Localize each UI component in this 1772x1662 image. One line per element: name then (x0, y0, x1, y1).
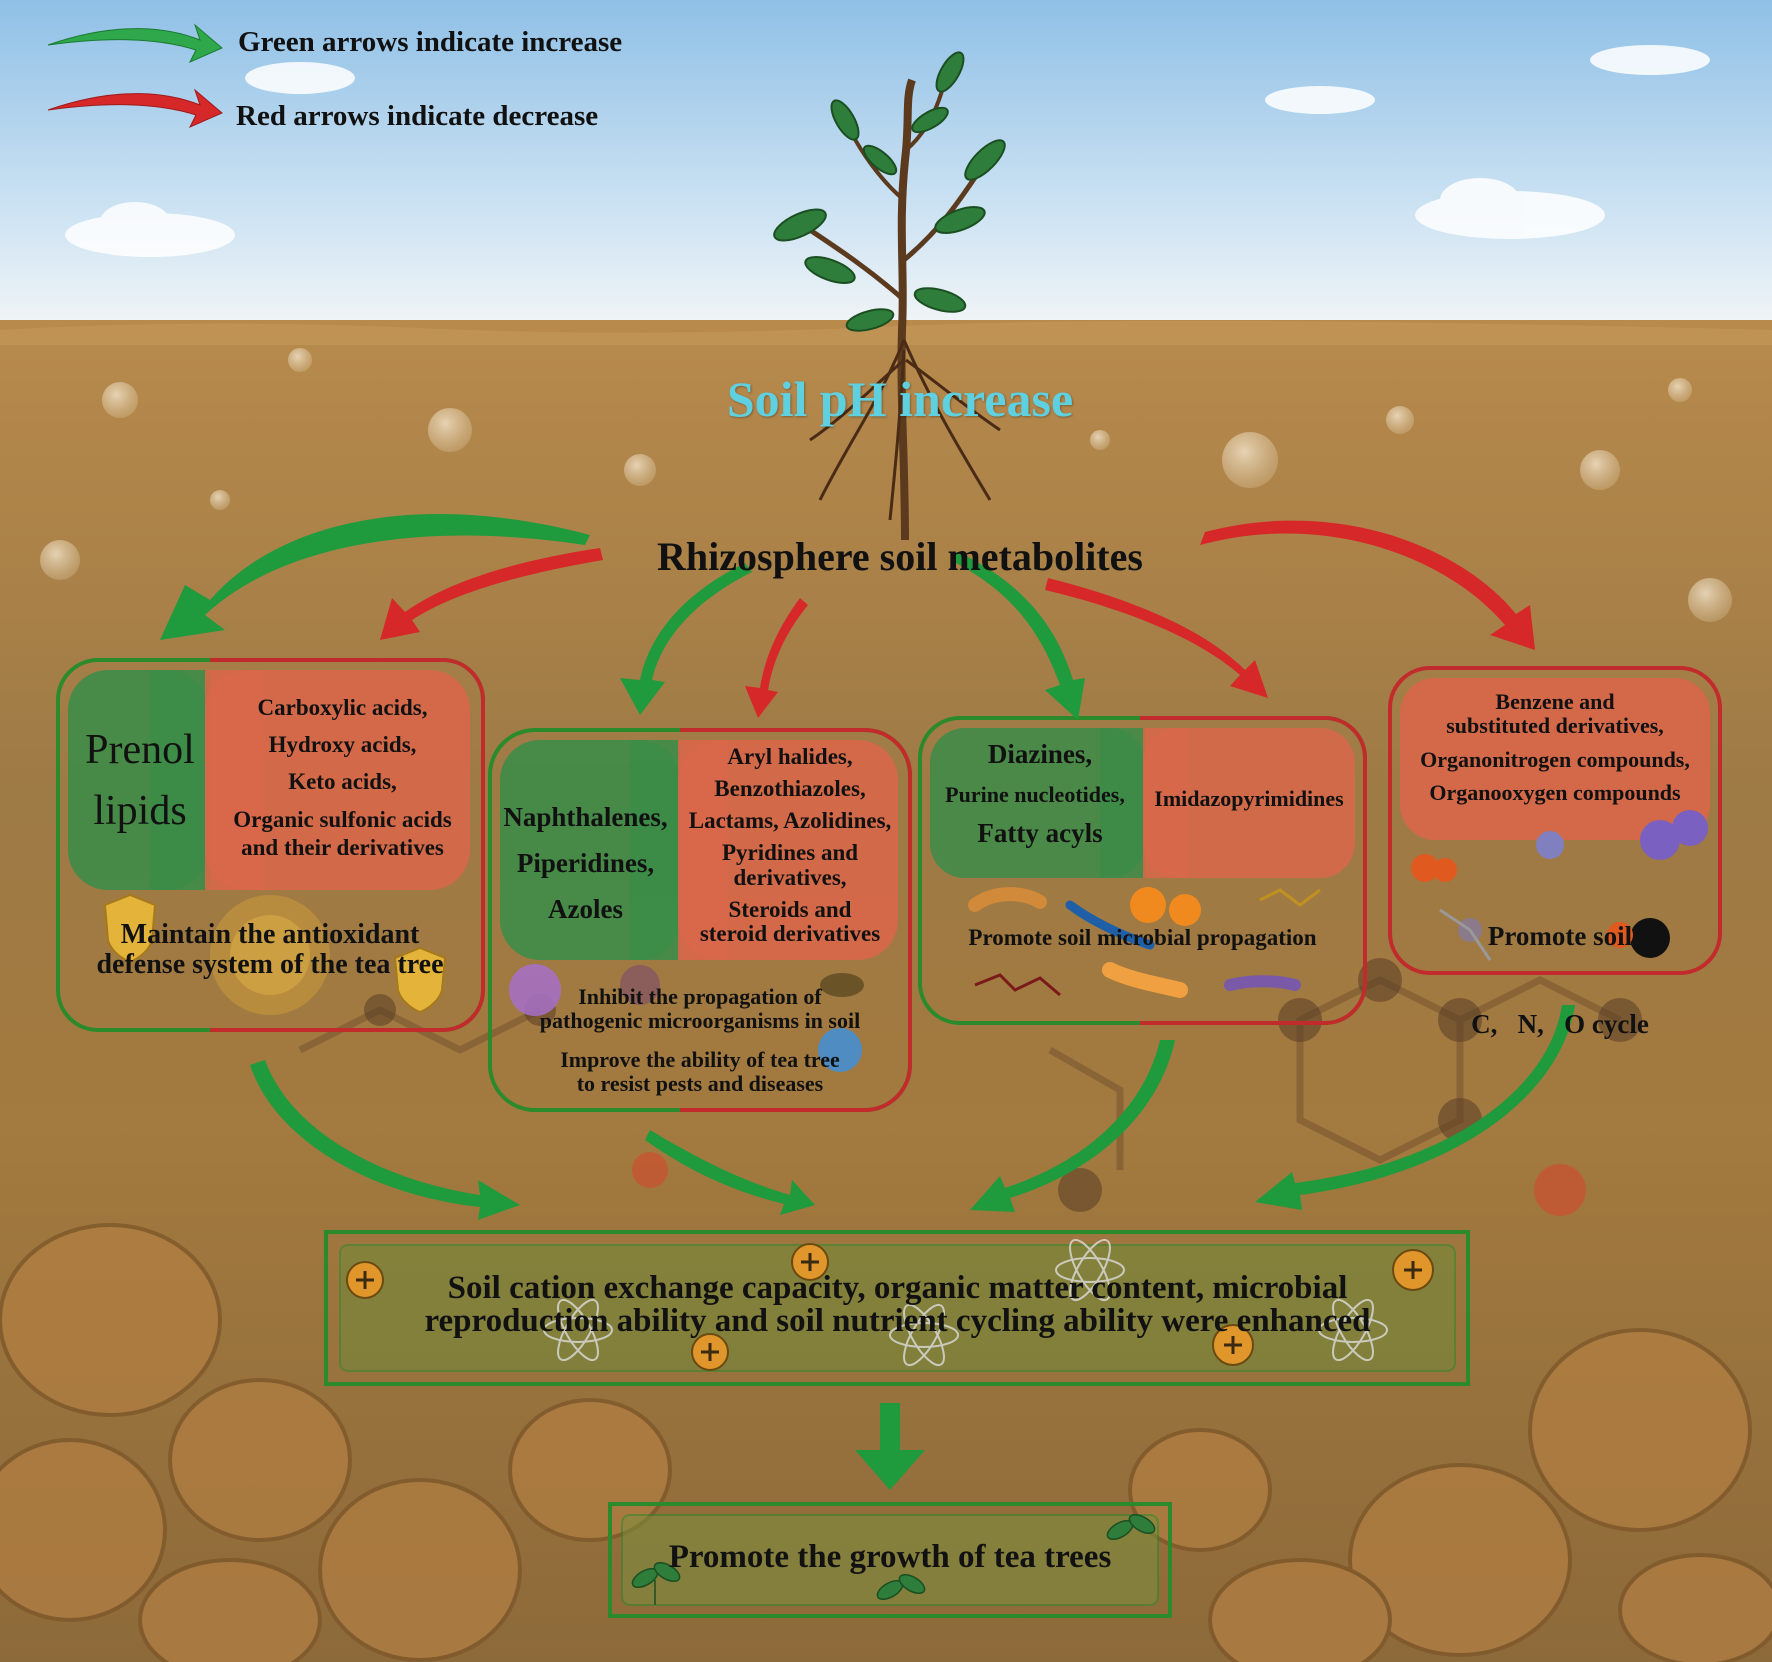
box2-green-line: Piperidines, (516, 847, 655, 878)
red-arrow-icon (47, 88, 223, 129)
summary-line: Soil cation exchange capacity, organic m… (447, 1270, 1348, 1306)
box3-green-line: Fatty acyls (977, 817, 1103, 848)
cloud-icon (65, 45, 1710, 257)
increase-arrow-icon (250, 1005, 1575, 1490)
molecule-icon (1411, 810, 1708, 961)
box4-effect-line: Promote soil (1487, 921, 1633, 952)
box1-green-line: lipids (93, 787, 187, 834)
box2-effect-line: pathogenic microorganisms in soil (539, 1007, 861, 1033)
box4-red-line: substituted derivatives, (1446, 712, 1664, 738)
box2-red-line: derivatives, (733, 864, 847, 890)
decrease-arrow-icon (380, 520, 1535, 718)
green-arrow-icon (47, 23, 223, 64)
shield-icon (103, 893, 447, 1015)
box3-effect-text: Promote soil microbial propagation (925, 925, 1360, 951)
box4-effect-text: Promote soil C, N, O cycle (1420, 864, 1700, 1097)
seedling-icon (631, 1513, 1156, 1605)
final-text: Promote the growth of tea trees (668, 1539, 1112, 1575)
legend-increase-label: Green arrows indicate increase (238, 26, 623, 58)
legend-decrease-label: Red arrows indicate decrease (236, 100, 599, 132)
box2-red-line: Benzothiazoles, (714, 776, 866, 802)
box2-red-line: Aryl halides, (727, 744, 853, 769)
box1-increase-text: Prenol lipids (70, 720, 210, 842)
box2-increase-text: Naphthalenes, Piperidines, Azoles (493, 795, 678, 933)
summary-text: Soil cation exchange capacity, organic m… (340, 1272, 1455, 1338)
plus-sign (356, 1253, 1422, 1361)
metabolites-title: Rhizosphere soil metabolites (657, 534, 1143, 579)
box4-red-line: Organonitrogen compounds, (1420, 746, 1690, 772)
box1-effect-line: Maintain the antioxidant (120, 919, 420, 950)
box2-green-line: Azoles (548, 893, 623, 924)
box3-green-line: Purine nucleotides, (945, 782, 1125, 808)
box2-decrease-text: Aryl halides, Benzothiazoles, Lactams, A… (680, 744, 900, 946)
box2-effect2-text: Improve the ability of tea tree to resis… (495, 1048, 905, 1096)
box2-effect1-text: Inhibit the propagation of pathogenic mi… (495, 985, 905, 1033)
box2-green-line: Naphthalenes, (503, 802, 668, 832)
box3-green-line: Diazines, (987, 739, 1093, 769)
box2-red-line: Lactams, Azolidines, (688, 808, 892, 834)
box2-red-line: Steroids and (728, 896, 852, 922)
box1-green-line: Prenol (85, 727, 195, 773)
box1-effect-line: defense system of the tea tree (96, 949, 444, 981)
rock-texture (0, 1223, 1772, 1662)
box3-red-line: Imidazopyrimidines (1154, 786, 1344, 811)
increase-arrow-icon (160, 514, 1085, 720)
box1-red-line: Carboxylic acids, (257, 695, 428, 720)
virus-icon (509, 964, 864, 1072)
summary-line: reproduction ability and soil nutrient c… (424, 1303, 1371, 1339)
soil-ph-title: Soil pH increase (726, 371, 1074, 427)
box1-decrease-text: Carboxylic acids, Hydroxy acids, Keto ac… (215, 690, 470, 862)
box2-effect-line: Inhibit the propagation of (578, 984, 822, 1009)
box3-decrease-text: Imidazopyrimidines (1142, 787, 1356, 811)
box1-red-line: Keto acids, (288, 768, 397, 794)
box2-red-line: steroid derivatives (699, 920, 881, 946)
box4-decrease-text: Benzene and substituted derivatives, Org… (1400, 690, 1710, 805)
atom-icon (543, 1238, 1388, 1367)
box2-effect-line: Improve the ability of tea tree (560, 1047, 840, 1072)
box1-effect-text: Maintain the antioxidant defense system … (70, 919, 470, 981)
tea-tree-illustration (773, 51, 1006, 541)
box1-red-line: and their derivatives (241, 834, 444, 860)
box1-red-line: Hydroxy acids, (268, 731, 417, 757)
box4-red-line: Benzene and (1495, 689, 1615, 714)
box4-effect-line: C, N, O cycle (1471, 1008, 1649, 1039)
microbe-icon (968, 887, 1321, 998)
box2-red-line: Pyridines and (721, 840, 859, 866)
soil-texture (40, 348, 1732, 622)
box3-increase-text: Diazines, Purine nucleotides, Fatty acyl… (930, 739, 1150, 848)
box4-red-line: Organooxygen compounds (1429, 780, 1681, 806)
box3-effect-line: Promote soil microbial propagation (968, 925, 1317, 950)
box2-effect-line: to resist pests and diseases (576, 1070, 824, 1096)
box1-red-line: Organic sulfonic acids (233, 807, 452, 833)
molecule-atoms (364, 958, 1642, 1216)
